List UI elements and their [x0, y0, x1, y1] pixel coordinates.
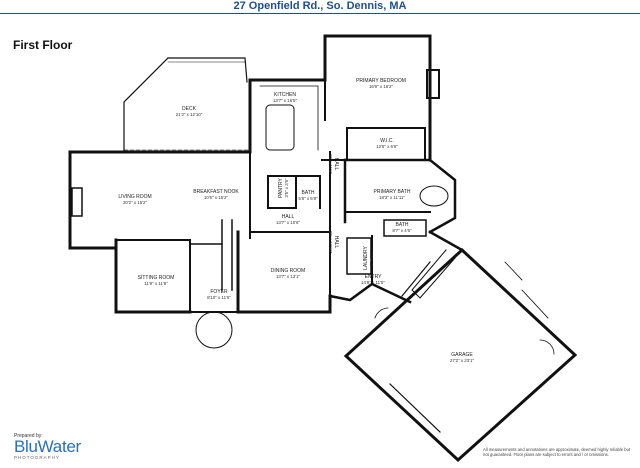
room-hall-side-label: HALL	[333, 236, 339, 249]
page-title: 27 Openfield Rd., So. Dennis, MA	[233, 0, 407, 12]
prepared-by-label: Prepared by:	[14, 433, 43, 439]
room-foyer-dims: 8'10" x 11'6"	[207, 295, 231, 300]
room-bath2-dims: 8'7" x 4'6"	[392, 228, 412, 233]
disclaimer-text: All measurements and annotations are app…	[483, 447, 631, 457]
room-garage-label: GARAGE	[451, 352, 473, 358]
room-primary-bedroom-label: PRIMARY BEDROOM	[356, 78, 406, 84]
room-garage-dims: 27'2" x 23'1"	[450, 358, 475, 363]
room-primary-bath-label: PRIMARY BATH	[374, 189, 411, 195]
room-primary-bedroom-dims: 16'9" x 16'2"	[369, 84, 394, 89]
room-dining-room-label: DINING ROOM	[271, 268, 305, 274]
room-breakfast-nook-label: BREAKFAST NOOK	[193, 189, 239, 195]
walls	[68, 34, 578, 463]
room-hall-top-dims: 20' x 11'6"	[328, 154, 333, 174]
room-hall-top-label: HALL	[333, 158, 339, 171]
brand-block: Prepared by: BluWater PHOTOGRAPHY	[14, 433, 81, 460]
room-bath1-label: BATH	[302, 190, 315, 196]
room-entry-label: ENTRY	[365, 274, 383, 280]
room-laundry-dims: 7' x 5'2"	[369, 250, 374, 266]
room-kitchen-label: KITCHEN	[274, 92, 296, 98]
title-divider	[0, 13, 640, 14]
room-bath2-label: BATH	[396, 222, 409, 228]
floor-label: First Floor	[13, 38, 73, 52]
brand-logo-text: BluWater	[14, 437, 81, 456]
room-laundry-label: LAUNDRY	[363, 245, 369, 269]
room-bath1-dims: 5'8" x 5'8"	[298, 196, 318, 201]
room-hall-side-dims: 20' x 12'10"	[328, 231, 333, 254]
room-entry-dims: 14'8" x 11'5"	[361, 280, 385, 285]
room-sitting-room-label: SITTING ROOM	[138, 275, 175, 281]
room-kitchen-dims: 13'7" x 16'5"	[273, 98, 298, 103]
room-pantry-dims: 3'5" x 3'5"	[284, 178, 289, 198]
room-wic-dims: 12'5" x 6'6"	[376, 144, 398, 149]
room-primary-bath-dims: 18'3" x 11'11"	[379, 195, 405, 200]
room-sitting-room-dims: 11'9" x 11'8"	[144, 281, 168, 286]
room-deck-label: DECK	[182, 106, 197, 112]
room-living-room-label: LIVING ROOM	[118, 194, 151, 200]
header-bar	[0, 0, 640, 13]
brand-tagline: PHOTOGRAPHY	[14, 455, 60, 460]
room-wic-label: W.I.C.	[380, 138, 394, 144]
room-hall-mid-dims: 13'7" x 10'6"	[276, 220, 301, 225]
room-pantry-label: PANTRY	[278, 177, 284, 197]
room-living-room-dims: 20'2" x 15'2"	[123, 200, 148, 205]
room-dining-room-dims: 13'7" x 13'1"	[276, 274, 301, 279]
room-hall-mid-label: HALL	[282, 214, 295, 220]
room-deck-dims: 21'2" x 12'10"	[176, 112, 203, 117]
room-breakfast-nook-dims: 10'6" x 15'2"	[204, 195, 229, 200]
room-foyer-label: FOYER	[210, 289, 228, 295]
